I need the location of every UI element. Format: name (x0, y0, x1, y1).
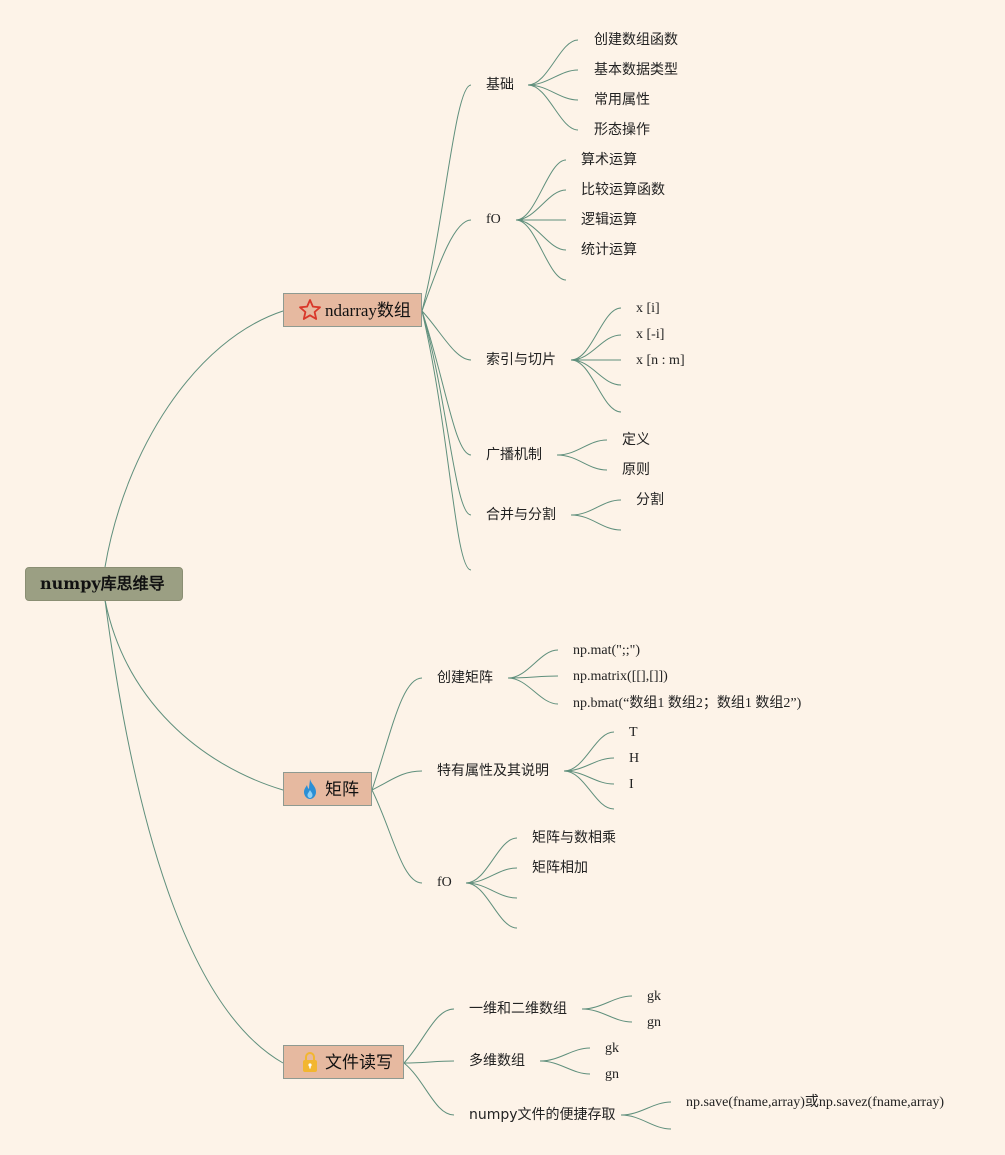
topic-ndarray-ops[interactable]: fO (486, 212, 501, 227)
link-fileio-quick (403, 1062, 455, 1116)
leaf-onetwo-2[interactable]: gn (647, 1015, 661, 1030)
branch-ndarray[interactable]: ndarray数组 (283, 293, 422, 327)
topic-quick[interactable]: numpy文件的便捷存取 (469, 1107, 616, 1123)
leaf-merge-1[interactable]: 分割 (636, 492, 664, 508)
leaf-matrix-ops-2[interactable]: 矩阵相加 (532, 860, 588, 876)
link-root-fileio (104, 599, 284, 1064)
leaf-attrs-3[interactable]: I (629, 777, 634, 792)
leaf-basic-2[interactable]: 基本数据类型 (594, 62, 678, 78)
flame-icon (304, 779, 316, 799)
topic-index[interactable]: 索引与切片 (486, 352, 556, 368)
link-root-matrix (104, 599, 284, 791)
topic-matrix-attrs[interactable]: 特有属性及其说明 (437, 763, 549, 779)
leaf-basic-1[interactable]: 创建数组函数 (594, 32, 678, 48)
leaf-index-2[interactable]: x [-i] (636, 327, 665, 342)
branch-matrix[interactable]: 矩阵 (283, 772, 372, 806)
link-ndarray-basic (421, 84, 472, 312)
branch-fileio-label: 文件读写 (325, 1052, 393, 1072)
leaf-create-3[interactable]: np.bmat(“数组1 数组2；数组1 数组2”) (573, 696, 802, 711)
topic-basic[interactable]: 基础 (486, 77, 514, 93)
leaf-broadcast-2[interactable]: 原则 (622, 462, 650, 478)
link-ndarray-broadcast (421, 310, 472, 456)
link-matrix-ops (371, 789, 423, 884)
leaf-multi-1[interactable]: gk (605, 1041, 619, 1056)
leaf-matrix-ops-1[interactable]: 矩阵与数相乘 (532, 830, 616, 846)
topic-merge[interactable]: 合并与分割 (486, 507, 556, 523)
branch-matrix-label: 矩阵 (325, 779, 359, 799)
leaf-basic-4[interactable]: 形态操作 (594, 122, 650, 138)
star-icon (299, 299, 321, 320)
leaf-index-3[interactable]: x [n : m] (636, 353, 685, 368)
topic-multi[interactable]: 多维数组 (469, 1053, 525, 1069)
link-ndarray-ops (421, 219, 472, 312)
link-fileio-multi (403, 1060, 455, 1064)
link-ndarray-merge (421, 310, 472, 516)
topic-onetwo[interactable]: 一维和二维数组 (469, 1001, 567, 1017)
link-root-ndarray (104, 310, 284, 568)
leaf-ops-1[interactable]: 算术运算 (581, 152, 637, 168)
leaf-create-2[interactable]: np.matrix([[],[]]) (573, 669, 668, 684)
link-ndarray-empty (421, 310, 472, 571)
link-fileio-onetwo (403, 1008, 455, 1064)
leaf-create-1[interactable]: np.mat(";;") (573, 643, 641, 658)
leaf-ops-4[interactable]: 统计运算 (581, 242, 637, 258)
branch-fileio[interactable]: 文件读写 (283, 1045, 404, 1079)
leaf-multi-2[interactable]: gn (605, 1067, 619, 1082)
branch-ndarray-label: ndarray数组 (325, 300, 411, 320)
link-matrix-create (371, 677, 423, 791)
link-matrix-attrs (371, 770, 423, 791)
topic-create-matrix[interactable]: 创建矩阵 (437, 670, 493, 686)
leaf-broadcast-1[interactable]: 定义 (622, 432, 650, 448)
topic-matrix-ops[interactable]: fO (437, 875, 452, 890)
leaf-basic-3[interactable]: 常用属性 (594, 92, 650, 108)
root-node[interactable]: numpy库思维导 (25, 567, 183, 601)
leaf-quick-1[interactable]: np.save(fname,array)或np.savez(fname,arra… (686, 1095, 945, 1110)
leaf-index-1[interactable]: x [i] (636, 301, 660, 316)
leaf-onetwo-1[interactable]: gk (647, 989, 661, 1004)
leaf-attrs-2[interactable]: H (629, 751, 640, 766)
link-ndarray-index (421, 310, 472, 361)
leaf-ops-2[interactable]: 比较运算函数 (581, 182, 665, 198)
lock-icon (303, 1051, 317, 1072)
leaf-ops-3[interactable]: 逻辑运算 (581, 212, 637, 228)
topic-broadcast[interactable]: 广播机制 (486, 447, 542, 463)
leaf-attrs-1[interactable]: T (629, 725, 638, 740)
